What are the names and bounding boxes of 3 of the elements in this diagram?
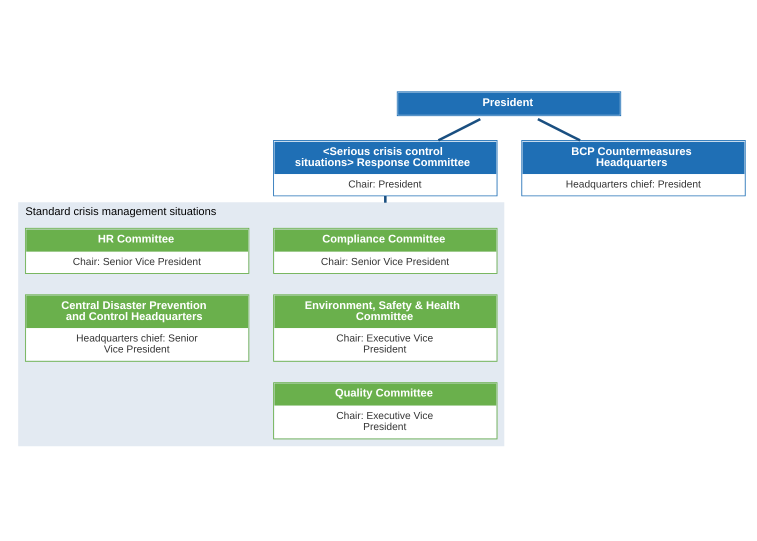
connector — [537, 118, 581, 142]
connector — [438, 118, 481, 142]
connector — [384, 196, 387, 203]
